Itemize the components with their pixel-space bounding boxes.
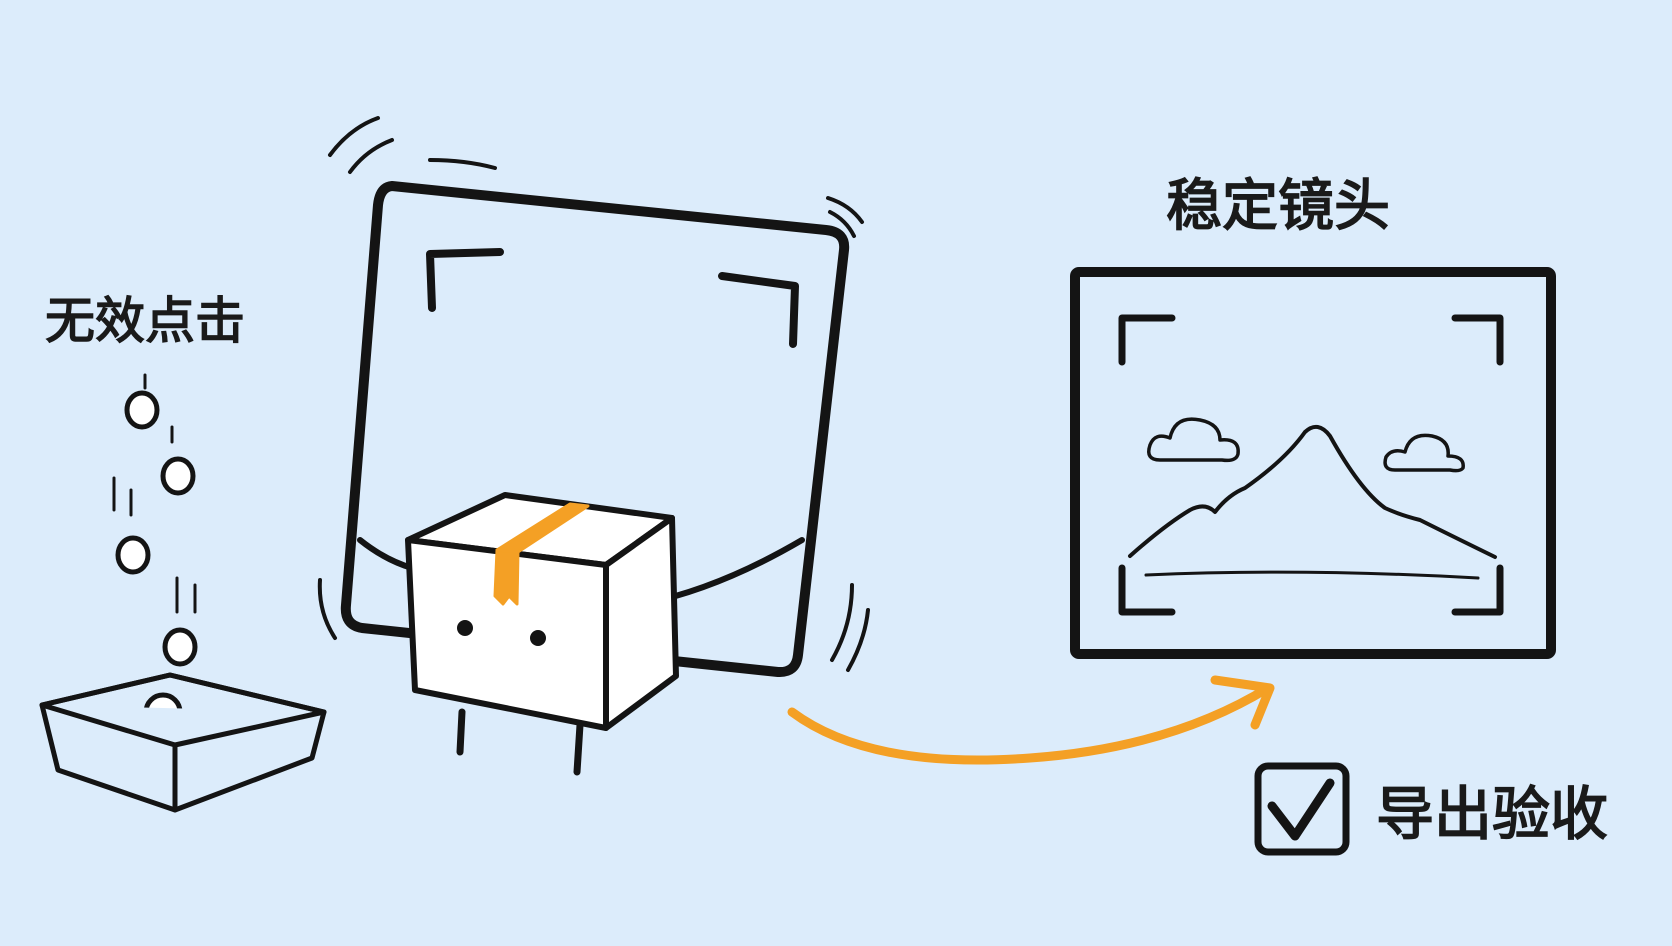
invalid-clicks-group: 无效点击 bbox=[39, 292, 327, 813]
invalid-clicks-label: 无效点击 bbox=[45, 292, 245, 350]
curved-arrow-icon bbox=[787, 675, 1275, 765]
tray-icon bbox=[39, 672, 327, 813]
box-character-icon bbox=[357, 492, 805, 776]
falling-click-icon bbox=[112, 373, 198, 667]
checked-checkbox-icon bbox=[1254, 762, 1350, 856]
export-review-label: 导出验收 bbox=[1376, 780, 1608, 848]
shaky-camera-frame-icon bbox=[317, 116, 870, 678]
stable-shot-label: 稳定镜头 bbox=[1166, 174, 1390, 239]
landscape-photo-frame-icon bbox=[1070, 267, 1556, 659]
export-review-group: 导出验收 bbox=[1254, 762, 1608, 856]
stable-shot-group: 稳定镜头 bbox=[1070, 174, 1556, 659]
